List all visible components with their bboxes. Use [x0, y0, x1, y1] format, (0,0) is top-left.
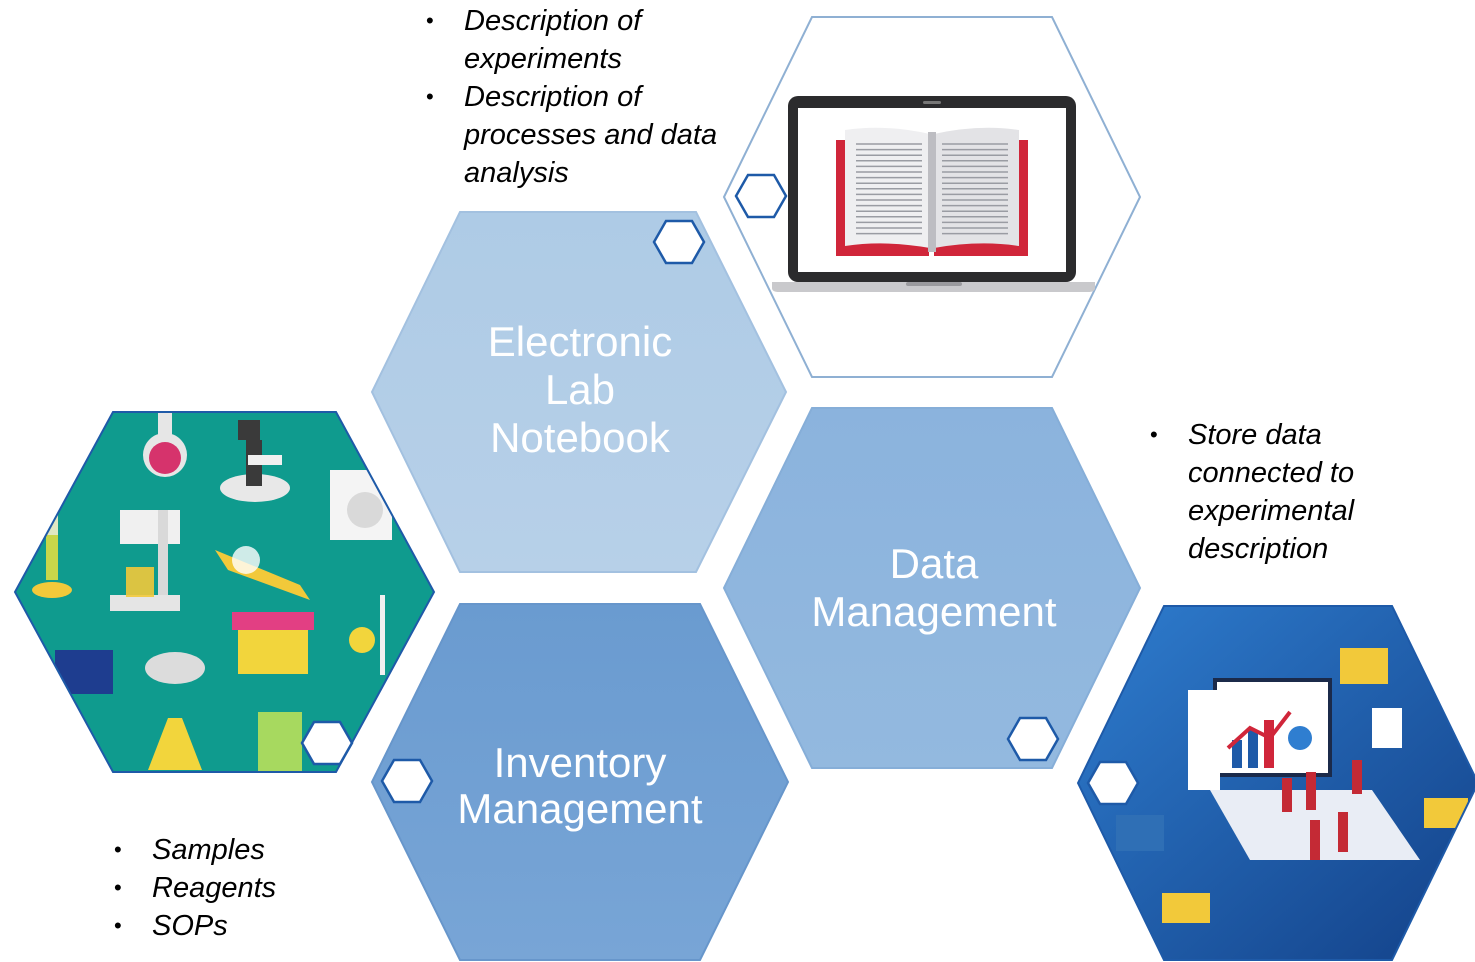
inventory-note-reagents: Reagents: [114, 869, 334, 907]
hex-lab-equipment-illustration: [13, 411, 436, 773]
laptop-book-icon: [772, 96, 1095, 292]
hex-laptop-illustration: [722, 16, 1142, 378]
microscope-icon: [220, 420, 290, 502]
monitor-dashboard-icon: [1213, 678, 1332, 777]
eln-note-processes: Description of processes and data analys…: [426, 78, 756, 192]
hex-marker-inventory: [380, 758, 434, 804]
panel-right-icon: [1372, 708, 1402, 748]
binoculars-icon: [55, 650, 113, 694]
inventory-note-samples: Samples: [114, 831, 334, 869]
data-label-line2: Management: [811, 588, 1056, 635]
eln-label-line2: Lab: [545, 366, 615, 413]
hex-data-management: Data Management: [722, 407, 1142, 769]
data-label-line1: Data: [890, 540, 979, 587]
beaker-icon: [148, 712, 302, 772]
inventory-label-line2: Management: [457, 785, 702, 832]
hex-analytics-illustration: [1076, 605, 1475, 961]
inventory-note-sops: SOPs: [114, 907, 334, 945]
hex-electronic-lab-notebook: Electronic Lab Notebook: [370, 211, 788, 573]
goggles-icon: [215, 546, 310, 600]
hex-marker-eln: [652, 219, 706, 265]
eln-label-line1: Electronic: [488, 318, 672, 365]
hex-marker-data: [1006, 716, 1060, 762]
panel-left-icon: [1188, 690, 1220, 790]
data-note-store: Store data connected to experimental des…: [1150, 416, 1380, 568]
stand-icon: [349, 595, 385, 675]
hex-marker-analytics: [1086, 760, 1140, 806]
data-notes-list: Store data connected to experimental des…: [1150, 416, 1380, 568]
hex-marker-lab: [300, 720, 354, 766]
flask-icon: [143, 412, 187, 477]
inventory-label-line1: Inventory: [494, 739, 667, 786]
inventory-notes-list: Samples Reagents SOPs: [114, 831, 334, 945]
hex-inventory-management: Inventory Management: [370, 603, 790, 961]
people-icon: [1282, 760, 1362, 860]
petri-dish-icon: [145, 652, 205, 684]
eln-notes-list: Description of experiments Description o…: [426, 2, 756, 192]
centrifuge-icon: [330, 470, 392, 540]
box-icon: [232, 612, 314, 674]
eln-note-experiments: Description of experiments: [426, 2, 756, 78]
eln-label-line3: Notebook: [490, 414, 671, 461]
stirrer-icon: [110, 510, 180, 611]
